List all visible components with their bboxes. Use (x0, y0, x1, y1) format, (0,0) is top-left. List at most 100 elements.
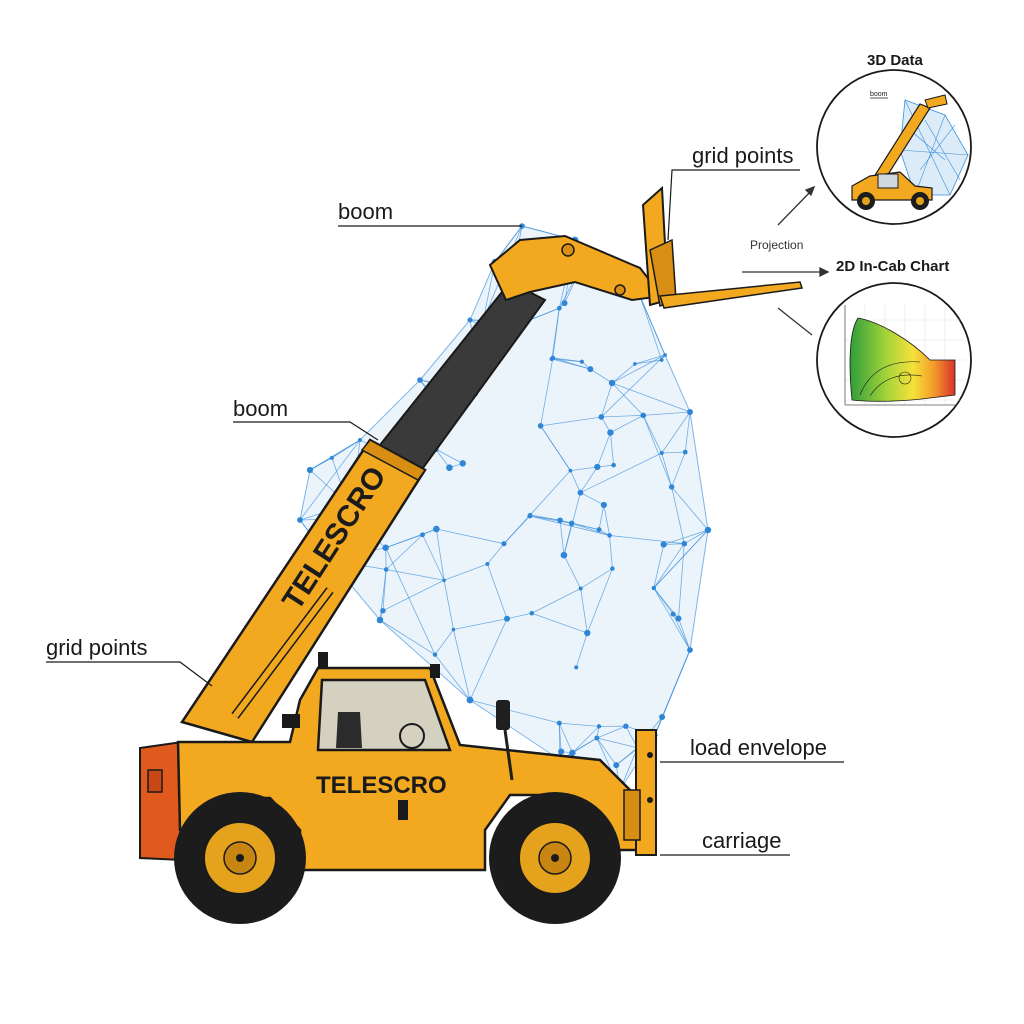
mesh-edge (609, 535, 685, 545)
mesh-edge (443, 580, 454, 630)
mesh-edge (611, 354, 666, 384)
grid-point (687, 409, 693, 415)
mesh-edge (435, 448, 463, 464)
grid-point (598, 414, 605, 420)
grid-point (659, 713, 666, 720)
grid-point (568, 468, 573, 473)
grid-point (558, 748, 565, 755)
mesh-edge (580, 492, 605, 506)
grid-point (579, 359, 584, 364)
grid-point (459, 460, 466, 467)
mesh-edge (653, 544, 665, 589)
envelope-fill (299, 225, 709, 791)
mesh-edge (469, 699, 560, 724)
mesh-edge (601, 354, 666, 418)
grid-point (596, 724, 602, 729)
mesh-edge (435, 528, 445, 581)
mesh-edge (443, 563, 488, 581)
mesh-edge (580, 588, 588, 634)
grid-point (574, 665, 579, 670)
mesh-edge (672, 613, 691, 651)
grid-point (528, 512, 533, 517)
mesh-edge (379, 619, 436, 656)
grid-point (687, 647, 693, 653)
grid-point (556, 305, 562, 311)
mesh-edge (529, 470, 571, 516)
mesh-edge (639, 295, 666, 356)
mesh-edge (552, 357, 591, 370)
mesh-edge (540, 357, 554, 426)
grid-point (675, 615, 682, 622)
inset-3d-title: 3D Data (867, 52, 924, 69)
mesh-edge (653, 543, 685, 589)
grid-point (537, 423, 544, 429)
grid-point (451, 627, 456, 632)
mesh-edge (529, 515, 610, 536)
grid-point (659, 450, 664, 456)
grid-point (560, 551, 568, 559)
mesh-edge (530, 514, 561, 521)
grid-point (297, 517, 303, 523)
mesh-edge (503, 514, 531, 544)
mesh-edge (642, 415, 663, 454)
mesh-edge (590, 368, 613, 384)
mesh-edge (434, 629, 454, 655)
mesh-edge (529, 515, 572, 524)
mesh-edge (596, 737, 617, 766)
mesh-edge (436, 528, 505, 545)
mesh-edge (434, 654, 471, 701)
grid-point (529, 610, 535, 616)
mesh-edge (634, 354, 666, 365)
grid-point (442, 578, 446, 583)
grid-point (420, 532, 425, 538)
mesh-edge (639, 295, 663, 361)
mesh-edge (596, 737, 638, 749)
grid-point (611, 462, 616, 468)
mesh-edge (678, 618, 691, 651)
grid-point (600, 501, 607, 509)
mesh-edge (598, 504, 605, 530)
grid-point (633, 362, 637, 366)
grid-point (659, 358, 664, 362)
mesh-edge (653, 529, 709, 589)
mesh-edge (531, 588, 581, 614)
boom-head (488, 234, 664, 302)
grid-point (607, 533, 612, 538)
inset-3d-data: 3D Data boom (816, 52, 972, 225)
mesh-edge (654, 649, 691, 736)
mesh-edge (385, 547, 436, 655)
svg-text:boom: boom (338, 199, 393, 224)
mesh-edge (580, 452, 662, 494)
grid-point (382, 544, 389, 551)
grid-point (613, 762, 620, 769)
mesh-edge (299, 439, 361, 521)
mesh-edge (570, 466, 598, 472)
mesh-edge (671, 486, 685, 544)
mesh-edge (570, 470, 581, 493)
mesh-edge (559, 722, 600, 727)
grid-point (557, 517, 563, 524)
mesh-edge (531, 612, 588, 634)
mesh-edge (422, 534, 445, 581)
mesh-edge (586, 568, 613, 634)
mesh-edge (609, 535, 613, 569)
body-brand-text: TELESCRO (316, 772, 447, 799)
mesh-edge (684, 411, 691, 453)
grid-point (432, 652, 438, 657)
grid-point (704, 526, 712, 534)
mesh-edge (385, 534, 423, 570)
mesh-edge (601, 414, 644, 418)
mesh-edge (596, 725, 626, 739)
grid-point (596, 527, 602, 533)
grid-point (578, 586, 583, 591)
mesh-edge (611, 382, 644, 416)
mesh-edge (661, 451, 686, 454)
grid-point (594, 735, 600, 741)
grid-point (670, 611, 676, 617)
grid-point (380, 607, 386, 614)
mesh-edge (563, 554, 582, 589)
mesh-edge (435, 448, 450, 468)
svg-text:grid points: grid points (692, 143, 794, 168)
grid-point (681, 540, 688, 547)
mesh-edge (382, 569, 387, 611)
